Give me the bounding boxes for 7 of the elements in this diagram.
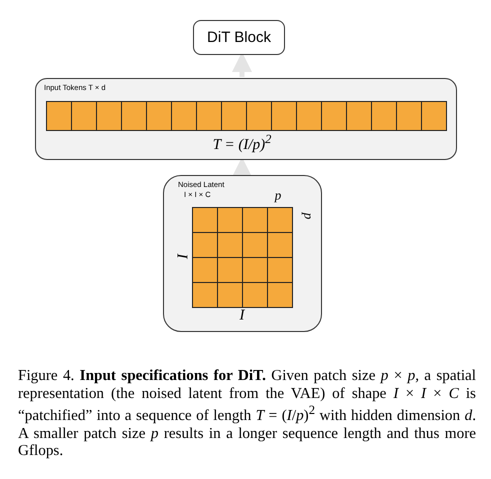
arrow — [232, 52, 252, 77]
token-panel — [35, 78, 457, 160]
latent-panel — [163, 175, 322, 332]
block-title: DiT Block — [207, 29, 271, 46]
block-box — [193, 20, 285, 55]
figure-caption: Figure 4. Input specifications for DiT. Given patch size p × p, a spatial representation (the noised latent from the VAE) of shape I × I × C is “patchified” into a sequence of length T = (I/p)$^{2}$ with hidden dimension d. A smaller patch size p results in a longer sequence length and thus more Gflops. — [18, 367, 476, 460]
arrow — [232, 157, 252, 177]
